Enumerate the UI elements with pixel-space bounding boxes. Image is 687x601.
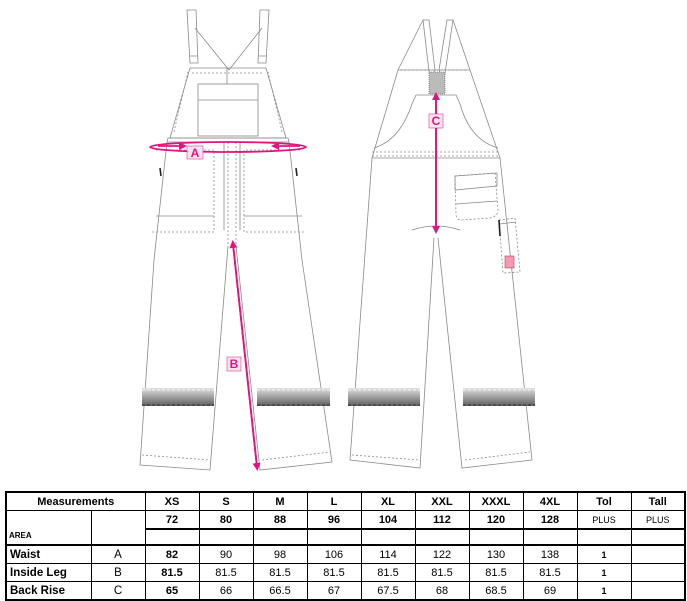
row-code: B	[90, 563, 146, 582]
row-label: Inside Leg	[5, 563, 92, 582]
size-xl-header: XL	[360, 491, 416, 511]
value-cell: 81.5	[144, 563, 200, 582]
area-code-blank	[90, 510, 146, 546]
brand-label-icon	[504, 255, 515, 269]
bib-overall-technical-drawing: A B C	[139, 9, 535, 471]
chest-value: 72	[144, 510, 200, 530]
chest-value: 104	[360, 510, 416, 530]
inside-leg-label: B	[230, 357, 239, 371]
tol-cell: 1	[576, 581, 632, 601]
chest-value: 96	[306, 510, 362, 530]
chest-value: 80	[198, 510, 254, 530]
blank-cell	[360, 528, 416, 546]
chest-size-row: AREA 72 80 88 96 104 112 120 128 PLUS PL…	[5, 510, 686, 546]
value-cell: 66	[198, 581, 254, 601]
blank-cell	[252, 528, 308, 546]
inside-leg-measure-marker: B	[226, 240, 261, 471]
value-cell: 65	[144, 581, 200, 601]
tall-cell	[630, 581, 686, 601]
blank-cell	[522, 528, 578, 546]
value-cell: 122	[414, 544, 470, 564]
size-header-row: Measurements XS S M L XL XXL XXXL 4XL To…	[5, 491, 686, 511]
blank-cell	[576, 528, 632, 546]
blank-cell	[468, 528, 524, 546]
table-row-inside-leg: Inside Leg B 81.5 81.5 81.5 81.5 81.5 81…	[5, 563, 686, 582]
row-label: Waist	[5, 544, 92, 564]
value-cell: 81.5	[360, 563, 416, 582]
tall-plus: PLUS	[630, 510, 686, 530]
value-cell: 82	[144, 544, 200, 564]
value-cell: 68	[414, 581, 470, 601]
tol-plus: PLUS	[576, 510, 632, 530]
chest-value: 88	[252, 510, 308, 530]
value-cell: 138	[522, 544, 578, 564]
value-cell: 67	[306, 581, 362, 601]
front-view	[139, 9, 333, 471]
blank-cell	[630, 528, 686, 546]
value-cell: 90	[198, 544, 254, 564]
value-cell: 67.5	[360, 581, 416, 601]
chest-value: 128	[522, 510, 578, 530]
waist-label: A	[191, 146, 200, 160]
tol-header: Tol	[576, 491, 632, 511]
value-cell: 81.5	[252, 563, 308, 582]
value-cell: 68.5	[468, 581, 524, 601]
row-code: A	[90, 544, 146, 564]
back-rise-measure-marker: C	[428, 92, 444, 234]
row-code: C	[90, 581, 146, 601]
value-cell: 106	[306, 544, 362, 564]
measurements-header: Measurements	[5, 491, 146, 511]
row-label: Back Rise	[5, 581, 92, 601]
size-xxl-header: XXL	[414, 491, 470, 511]
waist-measure-marker: A	[149, 141, 307, 160]
chest-value: 112	[414, 510, 470, 530]
tol-cell: 1	[576, 544, 632, 564]
value-cell: 81.5	[522, 563, 578, 582]
chest-value: 120	[468, 510, 524, 530]
tall-cell	[630, 544, 686, 564]
reflective-band	[463, 388, 535, 406]
value-cell: 66.5	[252, 581, 308, 601]
size-l-header: L	[306, 491, 362, 511]
size-xxxl-header: XXXL	[468, 491, 524, 511]
value-cell: 130	[468, 544, 524, 564]
value-cell: 81.5	[198, 563, 254, 582]
blank-cell	[144, 528, 200, 546]
value-cell: 98	[252, 544, 308, 564]
size-chart-table: Measurements XS S M L XL XXL XXXL 4XL To…	[5, 491, 686, 601]
reflective-band	[348, 388, 420, 406]
value-cell: 69	[522, 581, 578, 601]
value-cell: 81.5	[468, 563, 524, 582]
size-m-header: M	[252, 491, 308, 511]
back-elastic	[428, 71, 446, 95]
size-s-header: S	[198, 491, 254, 511]
reflective-band	[142, 388, 214, 406]
table-row-back-rise: Back Rise C 65 66 66.5 67 67.5 68 68.5 6…	[5, 581, 686, 601]
area-label: AREA	[5, 510, 92, 546]
value-cell: 114	[360, 544, 416, 564]
blank-cell	[414, 528, 470, 546]
blank-cell	[198, 528, 254, 546]
tall-cell	[630, 563, 686, 582]
blank-cell	[306, 528, 362, 546]
tall-header: Tall	[630, 491, 686, 511]
size-4xl-header: 4XL	[522, 491, 578, 511]
back-rise-label: C	[432, 114, 441, 128]
tol-cell: 1	[576, 563, 632, 582]
table-row-waist: Waist A 82 90 98 106 114 122 130 138 1	[5, 544, 686, 564]
area-blank-row	[6, 528, 686, 546]
size-xs-header: XS	[144, 491, 200, 511]
back-view	[349, 19, 533, 469]
value-cell: 81.5	[306, 563, 362, 582]
value-cell: 81.5	[414, 563, 470, 582]
reflective-band	[257, 388, 330, 406]
